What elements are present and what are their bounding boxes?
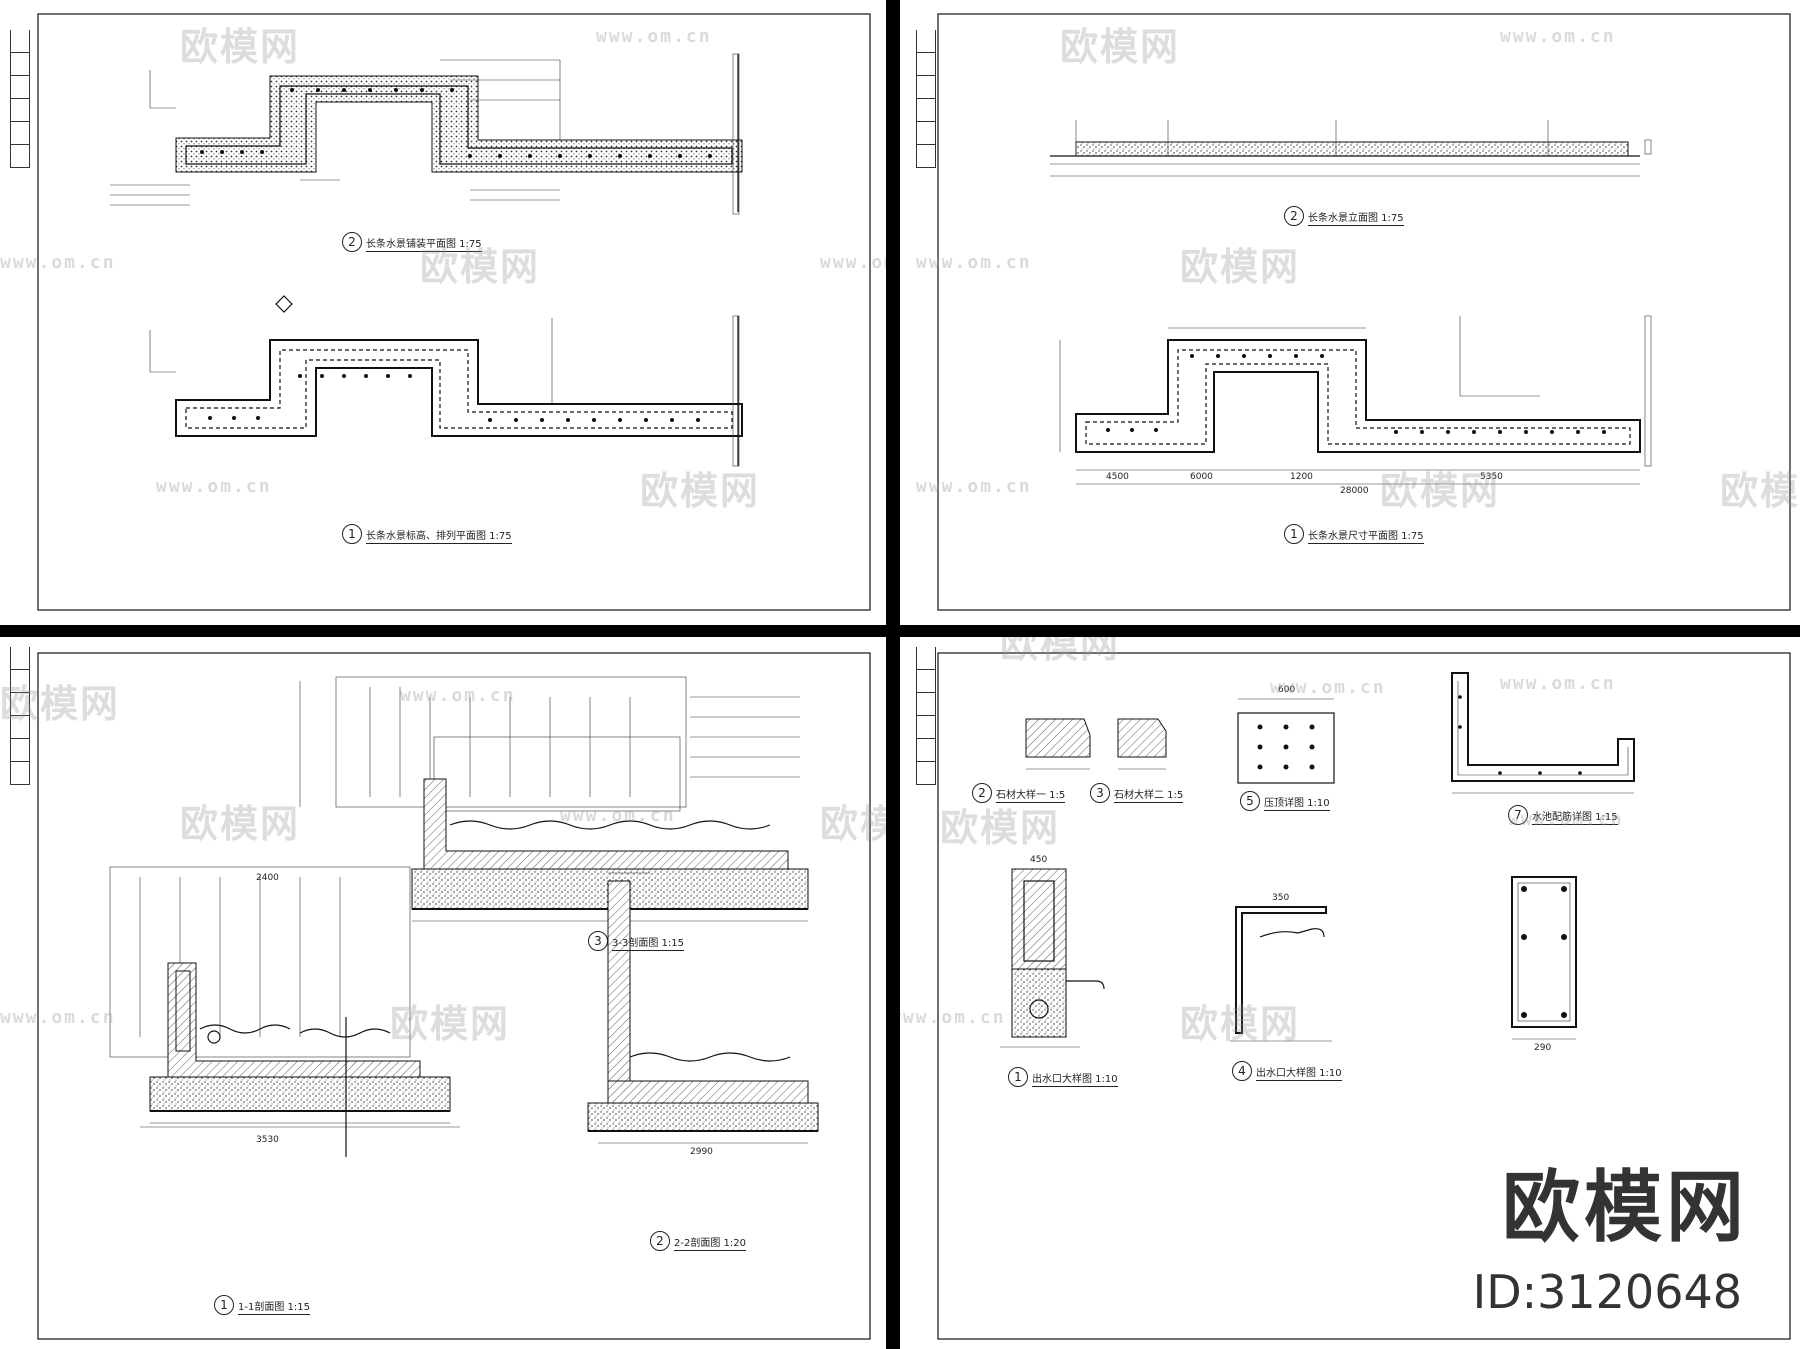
elevation-and-dimension-plan [937,13,1791,611]
brand-logo-text: 欧模网 [1501,1163,1748,1253]
title-block-strip [916,30,936,168]
watermark-url: www.om.cn [916,476,1032,497]
watermark-brand: 欧模网 [180,802,301,846]
dim-b: 6000 [1190,472,1213,482]
watermark-url: www.om.cn [0,252,116,273]
dim-g: 2990 [690,1147,713,1157]
watermark-url: www.om.cn [820,252,886,273]
dim-d: 5350 [1480,472,1503,482]
watermark-brand: 欧模网 [940,806,1061,850]
watermark-url: www.om.cn [560,805,676,826]
watermark-url: www.om.cn [0,1007,116,1028]
watermark-url: www.om.cn [916,252,1032,273]
sheet-gap-vertical [886,0,900,1349]
watermark-url: www.om.cn [596,26,712,47]
watermark-brand: 欧模网 [1380,469,1501,513]
watermark-brand: 欧模网 [390,1002,511,1046]
plan-drawings [37,13,871,611]
title-block-strip [916,647,936,785]
watermark-url: www.om.cn [1508,809,1624,830]
watermark-brand: 欧模网 [1060,25,1181,69]
dim-e: 2400 [256,873,279,883]
dim-c: 1200 [1290,472,1313,482]
watermark-brand: 欧模网 [1180,245,1301,289]
dim-k: 290 [1534,1043,1552,1053]
watermark-url: www.om.cn [156,476,272,497]
title-block-strip [10,30,30,168]
watermark-brand: 欧模网 [180,25,301,69]
watermark-url: www.om.cn [1500,26,1616,47]
watermark-url: www.om.cn [1500,673,1616,694]
watermark-url: www.om.cn [900,1007,1006,1028]
dim-total: 28000 [1340,486,1369,496]
watermark-brand: 欧模网 [1000,637,1121,666]
dim-a: 4500 [1106,472,1129,482]
watermark-brand: 欧模网 [420,245,541,289]
section-drawings [37,652,871,1340]
dim-h: 450 [1030,855,1048,865]
title-block-strip [10,647,30,785]
watermark-brand: 欧模网 [0,682,121,726]
watermark-brand: 欧模网 [1180,1002,1301,1046]
dim-f: 3530 [256,1135,279,1145]
watermark-url: www.om.cn [400,685,516,706]
brand-id: ID:3120648 [1472,1265,1742,1319]
dim-j: 350 [1272,893,1290,903]
watermark-brand: 欧模网 [640,469,761,513]
detail-drawings [937,652,1791,1340]
dim-i: 600 [1278,685,1296,695]
watermark-brand: 欧模网 [1720,469,1800,513]
sheet-gap-horizontal [0,625,1800,637]
watermark-brand: 欧模网 [820,802,886,846]
watermark-url: www.om.cn [1270,677,1386,698]
